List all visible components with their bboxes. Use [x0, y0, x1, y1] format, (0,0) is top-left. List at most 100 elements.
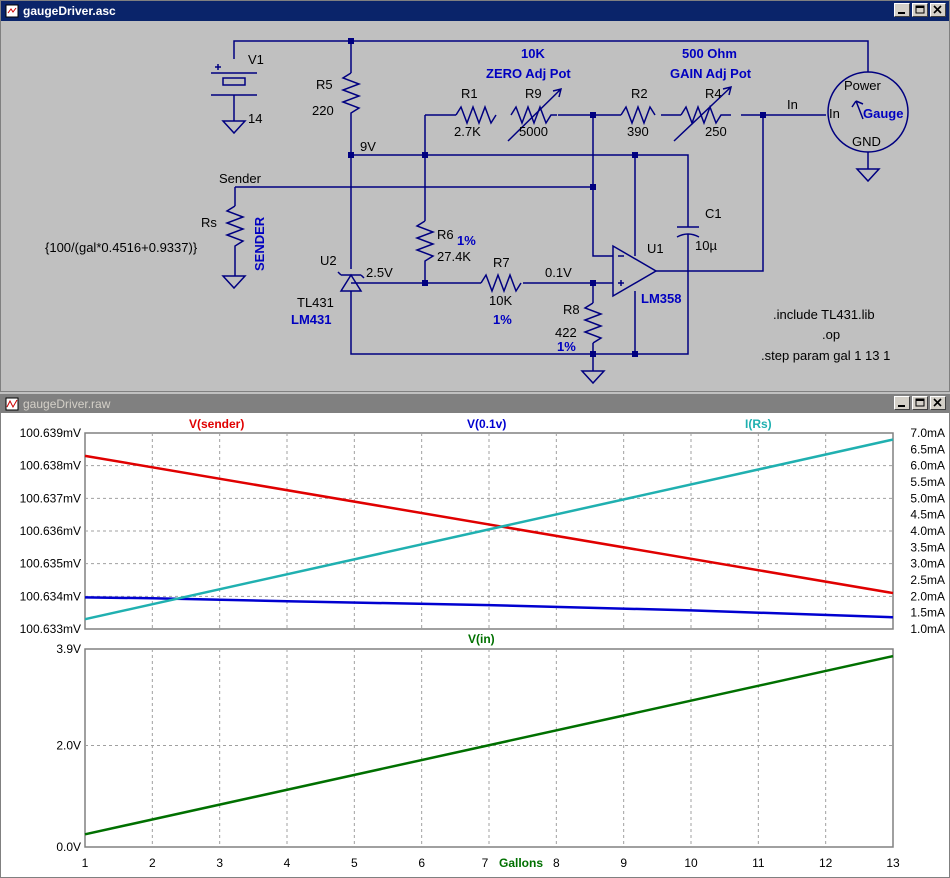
svg-text:Sender: Sender — [219, 171, 262, 186]
y-tick-label: 100.637mV — [20, 491, 81, 505]
minimize-button[interactable] — [894, 3, 910, 17]
series-line-i-rs-[interactable] — [84, 438, 894, 621]
schematic-doc-icon — [5, 4, 19, 18]
svg-text:R1: R1 — [461, 86, 478, 101]
x-tick-label: 7 — [482, 856, 489, 870]
upper-plot-pane[interactable]: 100.639mV 100.638mV 100.637mV 100.636mV 100.… — [20, 417, 945, 636]
y2-tick-label: 3.0mA — [910, 557, 945, 571]
svg-text:.step param gal 1 13 1: .step param gal 1 13 1 — [761, 348, 890, 363]
svg-text:R9: R9 — [525, 86, 542, 101]
y2-tick-label: 2.5mA — [910, 573, 945, 587]
svg-text:{100/(gal*0.4516+0.9337)}: {100/(gal*0.4516+0.9337)} — [45, 240, 198, 255]
svg-text:R8: R8 — [563, 302, 580, 317]
plot-window-title: gaugeDriver.raw — [23, 397, 111, 411]
legend-i-rs[interactable]: I(Rs) — [745, 417, 772, 431]
schematic-titlebar[interactable]: gaugeDriver.asc — [1, 1, 949, 21]
y2-tick-label: 5.0mA — [910, 491, 945, 505]
y2-tick-label: 6.5mA — [910, 442, 945, 456]
series-line-v-0-1v-[interactable] — [84, 596, 894, 619]
legend-v-sender[interactable]: V(sender) — [189, 417, 244, 431]
svg-text:In: In — [829, 106, 840, 121]
opamp-u1[interactable] — [612, 244, 658, 298]
svg-text:10K: 10K — [521, 46, 545, 61]
close-icon — [933, 5, 942, 14]
resistors[interactable] — [224, 72, 733, 344]
y-tick-label: 0.0V — [56, 840, 81, 854]
x-tick-label: 5 — [351, 856, 358, 870]
svg-text:422: 422 — [555, 325, 577, 340]
x-tick-label: 11 — [752, 856, 765, 870]
svg-text:27.4K: 27.4K — [437, 249, 471, 264]
y-tick-label: 100.639mV — [20, 426, 81, 440]
minimize-icon — [898, 405, 905, 407]
gauge-meter[interactable] — [827, 71, 909, 153]
plot-canvas[interactable]: 100.639mV100.638mV100.637mV100.636mV100.… — [1, 413, 949, 877]
wires — [233, 40, 869, 371]
y-tick-label: 100.635mV — [20, 557, 81, 571]
x-axis-title: Gallons — [499, 856, 543, 870]
svg-text:TL431: TL431 — [297, 295, 334, 310]
svg-text:R5: R5 — [316, 77, 333, 92]
junction-dots — [348, 38, 766, 357]
y-tick-label: 100.638mV — [20, 459, 81, 473]
svg-text:SENDER: SENDER — [252, 216, 267, 271]
schematic-labels: V1 14 R5 220 9V 10K ZERO Adj Pot 500 Ohm… — [45, 46, 903, 363]
capacitor-c1[interactable] — [676, 221, 700, 241]
plot-close-button[interactable] — [930, 396, 946, 410]
legend-v-01v[interactable]: V(0.1v) — [467, 417, 506, 431]
svg-text:250: 250 — [705, 124, 727, 139]
plot-minimize-button[interactable] — [894, 396, 910, 410]
series-line-v-in[interactable] — [84, 654, 894, 836]
ground-symbols — [221, 120, 881, 385]
plot-maximize-button[interactable] — [912, 396, 928, 410]
svg-text:500 Ohm: 500 Ohm — [682, 46, 737, 61]
svg-text:U1: U1 — [647, 241, 664, 256]
schematic-canvas[interactable]: V1 14 R5 220 9V 10K ZERO Adj Pot 500 Ohm… — [6, 24, 946, 390]
svg-text:V1: V1 — [248, 52, 264, 67]
svg-text:390: 390 — [627, 124, 649, 139]
close-button[interactable] — [930, 3, 946, 17]
y-tick-label: 3.9V — [56, 642, 81, 656]
svg-text:U2: U2 — [320, 253, 337, 268]
svg-text:.include TL431.lib: .include TL431.lib — [773, 307, 875, 322]
svg-text:LM431: LM431 — [291, 312, 331, 327]
plot-titlebar[interactable]: gaugeDriver.raw — [1, 395, 949, 413]
x-tick-label: 4 — [284, 856, 291, 870]
svg-text:LM358: LM358 — [641, 291, 681, 306]
legend-v-in[interactable]: V(in) — [468, 632, 495, 646]
x-tick-label: 10 — [684, 856, 698, 870]
maximize-icon — [915, 5, 925, 14]
svg-text:GAIN Adj Pot: GAIN Adj Pot — [670, 66, 752, 81]
shunt-reference-u2[interactable] — [337, 271, 365, 292]
svg-text:R2: R2 — [631, 86, 648, 101]
schematic-window-title: gaugeDriver.asc — [23, 4, 116, 18]
svg-text:14: 14 — [248, 111, 262, 126]
schematic-window: gaugeDriver.asc — [0, 0, 950, 392]
y2-tick-label: 1.0mA — [910, 622, 945, 636]
y-tick-label: 100.636mV — [20, 524, 81, 538]
y-tick-label: 100.633mV — [20, 622, 81, 636]
y2-tick-label: 4.0mA — [910, 524, 945, 538]
x-tick-label: 2 — [149, 856, 156, 870]
maximize-button[interactable] — [912, 3, 928, 17]
x-tick-label: 12 — [819, 856, 833, 870]
svg-text:R6: R6 — [437, 227, 454, 242]
y2-tick-label: 6.0mA — [910, 459, 945, 473]
close-icon — [933, 398, 942, 407]
maximize-icon — [915, 398, 925, 407]
y-tick-label: 2.0V — [56, 738, 81, 752]
x-tick-label: 9 — [620, 856, 627, 870]
x-tick-label: 8 — [553, 856, 560, 870]
svg-text:5000: 5000 — [519, 124, 548, 139]
svg-text:Rs: Rs — [201, 215, 217, 230]
svg-text:R4: R4 — [705, 86, 722, 101]
y2-tick-label: 3.5mA — [910, 540, 945, 554]
svg-text:In: In — [787, 97, 798, 112]
svg-text:0.1V: 0.1V — [545, 265, 572, 280]
battery-v1[interactable] — [211, 64, 257, 96]
series-line-v-sender-[interactable] — [84, 454, 894, 595]
svg-text:R7: R7 — [493, 255, 510, 270]
svg-text:10K: 10K — [489, 293, 512, 308]
